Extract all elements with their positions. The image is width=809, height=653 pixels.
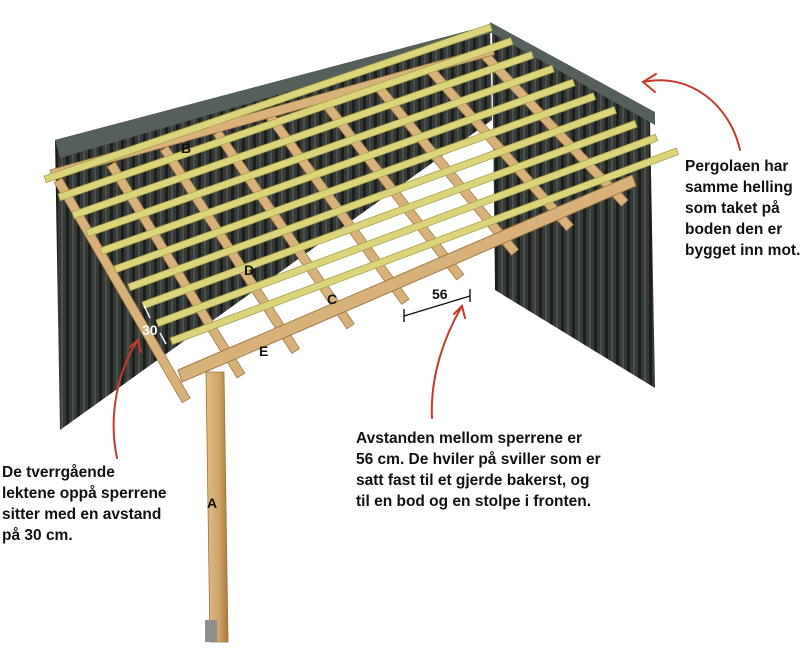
batten [113,92,597,274]
arrow-middle [430,305,463,419]
battens-group [43,23,679,346]
batten [85,64,555,238]
arrow-left [112,339,139,459]
batten [141,119,638,310]
caption-batten-spacing: De tverrgående lektene oppå sperrene sit… [2,464,167,544]
batten [43,23,493,184]
label-c: C [327,291,337,307]
label-e: E [259,343,268,359]
caption-roof-slope: Pergolaen har samme helling som taket på… [685,158,801,259]
shed-cap [490,22,655,125]
arrow-middle-head [453,304,466,319]
post-anchor [205,620,217,642]
front-beam [177,174,637,383]
batten [57,37,514,202]
batten [169,147,679,346]
label-b: B [181,140,191,156]
batten [71,51,535,220]
arrow-left-head [129,338,142,353]
label-30: 30 [142,322,158,338]
dimension-30 [143,304,167,345]
label-56: 56 [432,286,448,302]
batten [99,78,576,256]
arrow-right [642,79,741,151]
fence-cap [55,25,495,158]
caption-rafter-spacing: Avstanden mellom sperrene er 56 cm. De h… [356,430,601,510]
batten [155,133,659,328]
post [205,371,229,643]
label-a: A [207,495,217,511]
callout-arrows [112,73,741,459]
label-d: D [244,262,254,278]
batten [127,106,617,292]
dimension-56 [403,289,471,322]
arrow-right-head [641,73,657,93]
